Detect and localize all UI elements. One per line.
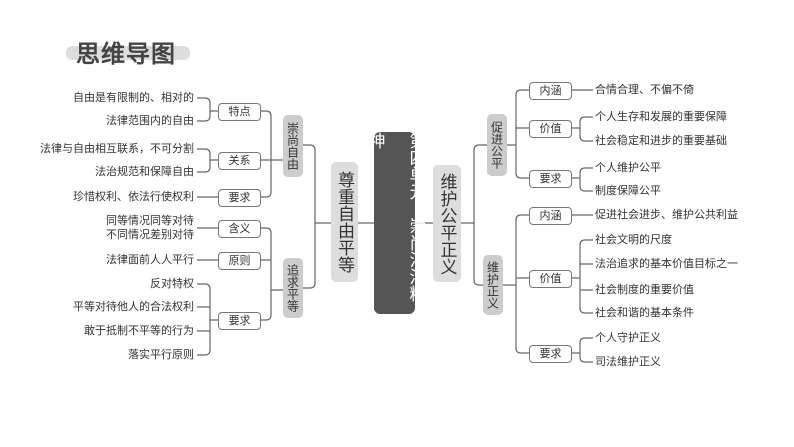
leaf: 不同情况差别对待 xyxy=(106,228,194,241)
category-equality: 追求平等 xyxy=(283,258,303,318)
leaf: 法律与自由相互联系，不可分割 xyxy=(40,142,194,155)
topic-fairness-justice: 维护公平正义 xyxy=(433,165,461,282)
title-highlight xyxy=(66,46,190,60)
leaf: 个人维护公平 xyxy=(595,161,661,174)
leaf: 社会稳定和进步的重要基础 xyxy=(595,134,727,147)
node-features: 特点 xyxy=(218,103,261,121)
leaf: 珍惜权利、依法行使权利 xyxy=(73,190,194,203)
node-requirement: 要求 xyxy=(218,312,261,330)
leaf: 反对特权 xyxy=(150,277,194,290)
leaf: 敢于抵制不平等的行为 xyxy=(84,324,194,337)
node-meaning: 含义 xyxy=(218,220,261,238)
leaf: 法治规范和保障自由 xyxy=(95,165,194,178)
node-requirement: 要求 xyxy=(529,345,572,363)
node-meaning: 内涵 xyxy=(529,207,572,225)
node-meaning: 内涵 xyxy=(529,82,572,100)
category-freedom: 崇尚自由 xyxy=(283,115,303,177)
page-title: 思维导图 xyxy=(76,40,176,68)
leaf: 社会文明的尺度 xyxy=(595,233,672,246)
leaf: 自由是有限制的、相对的 xyxy=(73,91,194,104)
node-requirement: 要求 xyxy=(218,189,261,207)
node-value: 价值 xyxy=(529,120,572,138)
node-relation: 关系 xyxy=(218,152,261,170)
leaf: 社会制度的重要价值 xyxy=(595,283,694,296)
node-value: 价值 xyxy=(529,270,572,288)
leaf: 平等对待他人的合法权利 xyxy=(73,300,194,313)
leaf: 司法维护正义 xyxy=(595,355,661,368)
topic-respect-freedom-equality: 尊重自由平等 xyxy=(331,162,358,282)
leaf: 落实平行原则 xyxy=(128,348,194,361)
node-requirement: 要求 xyxy=(529,170,572,188)
leaf: 法律面前人人平行 xyxy=(106,253,194,266)
central-topic: 第四单元 崇尚法治精神 xyxy=(365,132,426,314)
leaf: 社会和谐的基本条件 xyxy=(595,306,694,319)
leaf: 促进社会进步、维护公共利益 xyxy=(595,208,738,221)
leaf: 合情合理、不偏不倚 xyxy=(595,83,694,96)
leaf: 制度保障公平 xyxy=(595,184,661,197)
category-fairness: 促进公平 xyxy=(487,114,507,176)
leaf: 个人生存和发展的重要保障 xyxy=(595,110,727,123)
category-justice: 维护正义 xyxy=(483,255,503,315)
leaf: 法治追求的基本价值目标之一 xyxy=(595,257,738,270)
leaf: 法律范围内的自由 xyxy=(106,114,194,127)
leaf: 同等情况同等对待 xyxy=(106,214,194,227)
node-principle: 原则 xyxy=(218,252,261,270)
leaf: 个人守护正义 xyxy=(595,331,661,344)
